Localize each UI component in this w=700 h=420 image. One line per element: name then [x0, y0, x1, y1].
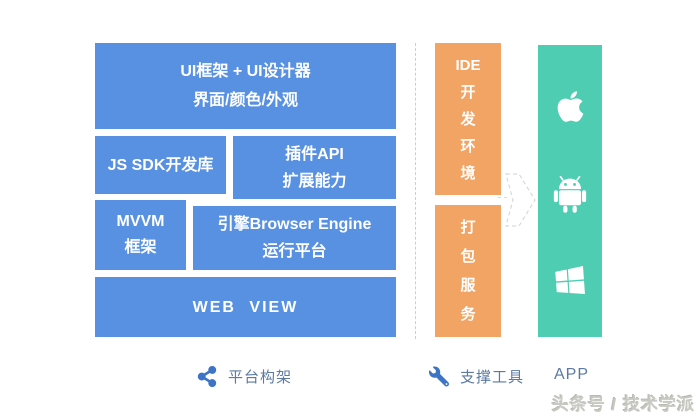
box-line: 发	[460, 110, 476, 128]
share-icon	[197, 366, 217, 387]
connector-dash	[498, 197, 507, 198]
legend-app-label: APP	[554, 366, 590, 383]
box-line: MVVM	[116, 213, 165, 230]
windows-icon	[555, 266, 585, 294]
legend-platform: 平台构架	[197, 366, 292, 387]
webview-box: WEB VIEW	[95, 277, 396, 337]
ui-framework-designer-box: UI框架 + UI设计器 界面/颜色/外观	[95, 43, 396, 129]
plugin-api-box: 插件API 扩展能力	[233, 136, 396, 199]
legend-tools-label: 支撑工具	[460, 369, 525, 386]
box-line: WEB VIEW	[192, 298, 299, 316]
legend-app: APP	[554, 366, 589, 384]
mvvm-framework-box: MVVM 框架	[95, 200, 186, 270]
browser-engine-box: 引擎Browser Engine 运行平台	[193, 206, 396, 270]
box-line: 打	[460, 219, 476, 236]
watermark: 头条号 / 技术学派	[551, 395, 695, 414]
box-line: 开	[460, 83, 476, 101]
box-line: 框架	[124, 239, 157, 256]
box-line: IDE	[455, 56, 481, 74]
box-line: 务	[460, 306, 476, 323]
legend-tools: 支撑工具	[429, 366, 524, 387]
flow-arrow-icon	[505, 173, 536, 227]
box-line: 扩展能力	[282, 172, 347, 190]
box-line: 境	[460, 164, 476, 182]
packaging-service-box: 打 包 服 务	[435, 205, 501, 337]
wrench-icon	[429, 366, 449, 387]
box-line: 界面/颜色/外观	[193, 92, 298, 109]
box-line: 引擎Browser Engine	[217, 216, 372, 233]
box-line: 运行平台	[262, 243, 327, 260]
app-platforms-bar	[538, 45, 602, 337]
box-line: 服	[460, 277, 476, 294]
js-sdk-box: JS SDK开发库	[95, 136, 226, 194]
dashed-divider	[415, 43, 416, 339]
box-line: 环	[460, 137, 476, 155]
android-icon	[553, 176, 587, 213]
legend-platform-label: 平台构架	[228, 369, 293, 386]
ide-environment-box: IDE 开 发 环 境	[435, 43, 501, 195]
box-line: 插件API	[285, 145, 344, 163]
apple-icon	[557, 91, 583, 122]
box-line: UI框架 + UI设计器	[180, 63, 311, 80]
box-line: JS SDK开发库	[107, 156, 214, 174]
box-line: 包	[460, 248, 476, 265]
